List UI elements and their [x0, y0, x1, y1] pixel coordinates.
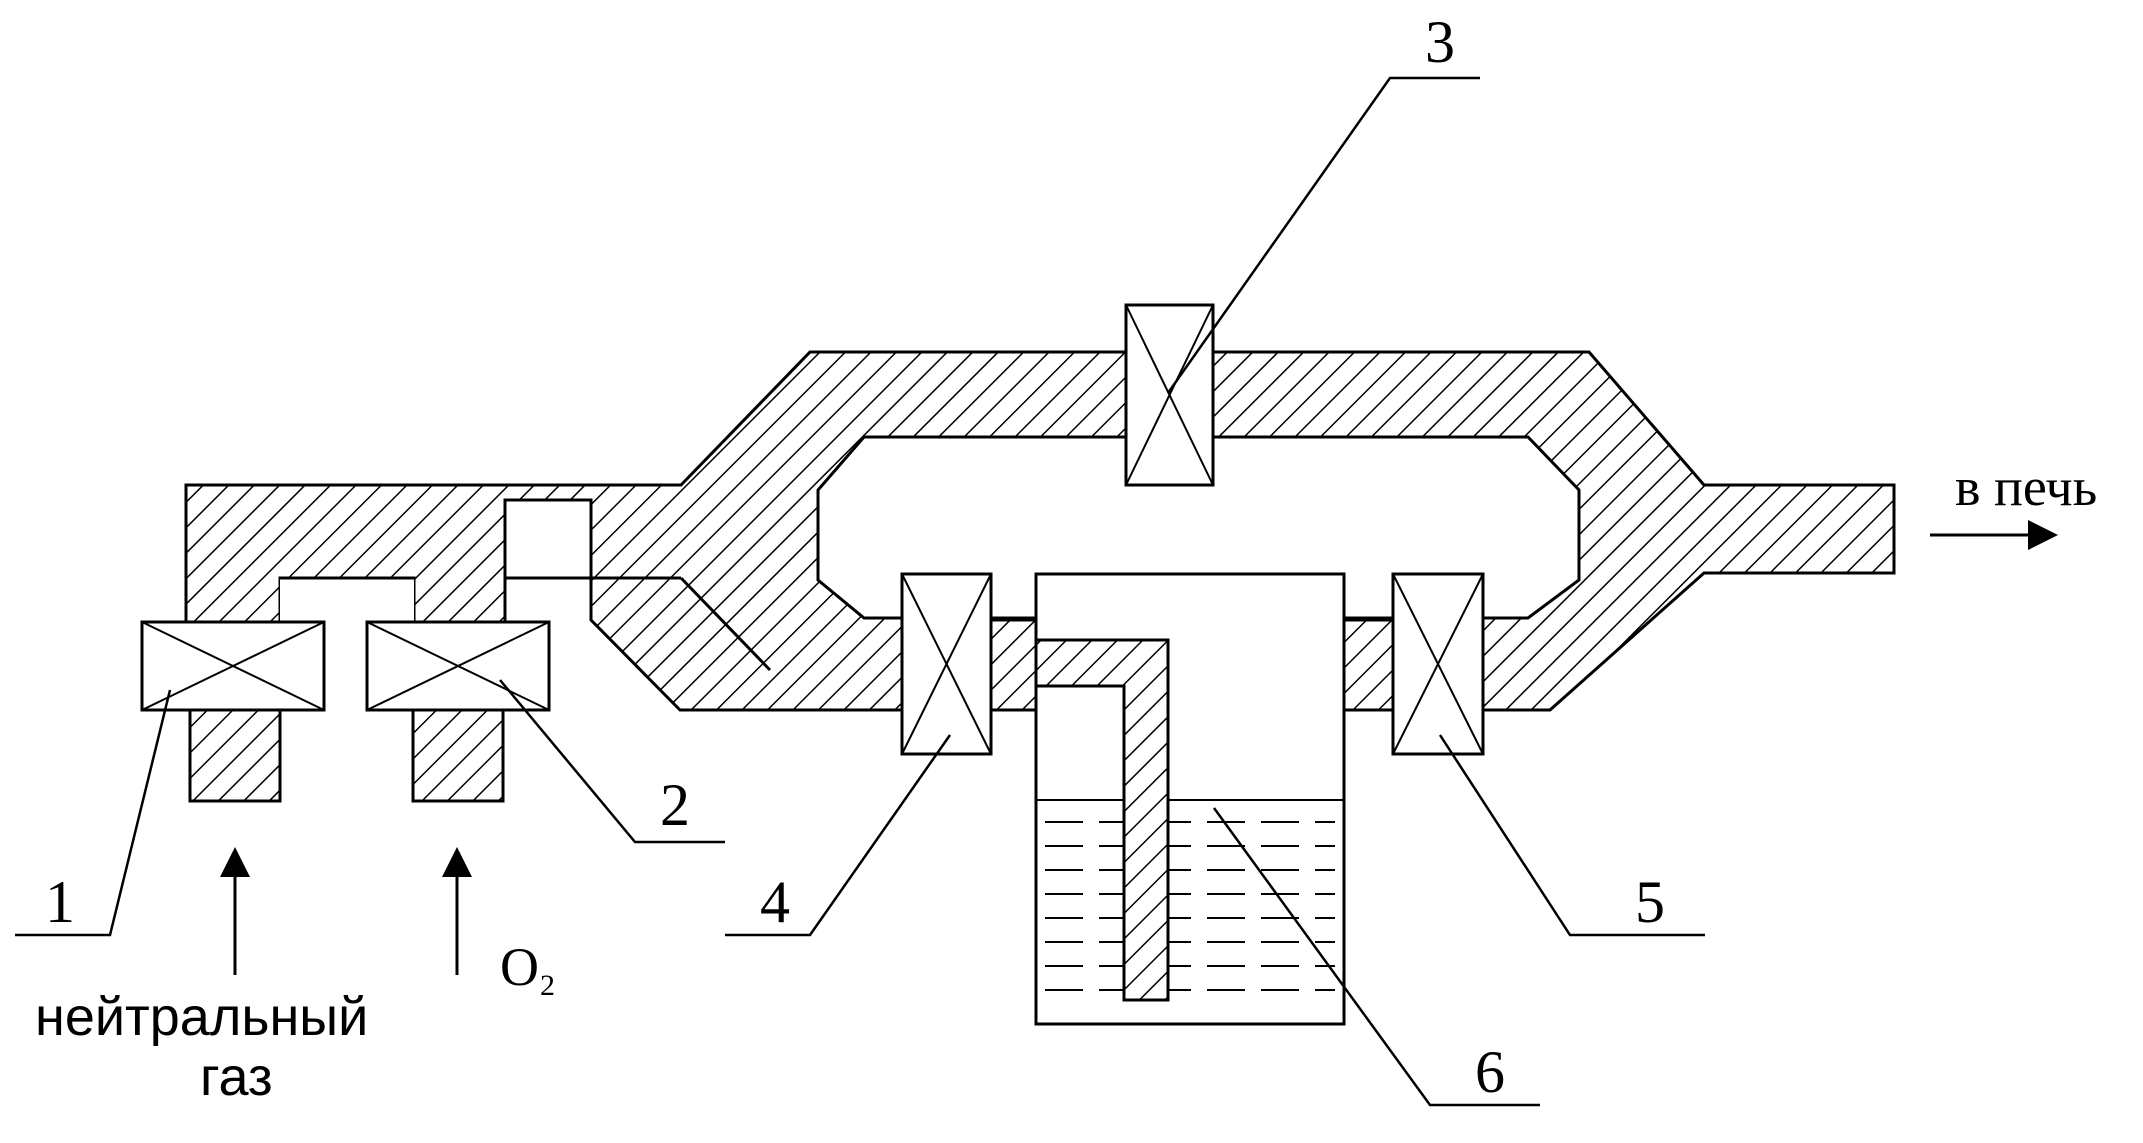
- bubbler-vessel-6: [1036, 574, 1344, 1024]
- valve-4: [902, 574, 991, 754]
- label-1: 1: [45, 869, 75, 935]
- label-6: 6: [1475, 1039, 1505, 1105]
- valve-3: [1126, 305, 1213, 485]
- leader-5: [1440, 735, 1705, 935]
- inlet-pipe-neutral-gas: [190, 706, 280, 801]
- leader-4: [725, 735, 950, 935]
- pipe-segment-vessel-5: [1344, 620, 1393, 710]
- leader-3: [1168, 78, 1480, 393]
- valve-5: [1393, 574, 1483, 754]
- outlet-label: в печь: [1955, 457, 2097, 517]
- label-2: 2: [660, 772, 690, 838]
- inlet-pipe-oxygen: [413, 706, 503, 801]
- pipe-segment-4-vessel: [991, 620, 1036, 710]
- oxygen-label-subscript: 2: [540, 969, 555, 1002]
- valve-2: [367, 622, 549, 710]
- neutral-gas-label-line1: нейтральный: [35, 987, 368, 1047]
- label-3: 3: [1425, 9, 1455, 75]
- label-5: 5: [1635, 869, 1665, 935]
- oxygen-label: O: [500, 937, 539, 997]
- leader-1: [15, 690, 170, 935]
- label-4: 4: [760, 869, 790, 935]
- neutral-gas-label-line2: газ: [200, 1047, 273, 1107]
